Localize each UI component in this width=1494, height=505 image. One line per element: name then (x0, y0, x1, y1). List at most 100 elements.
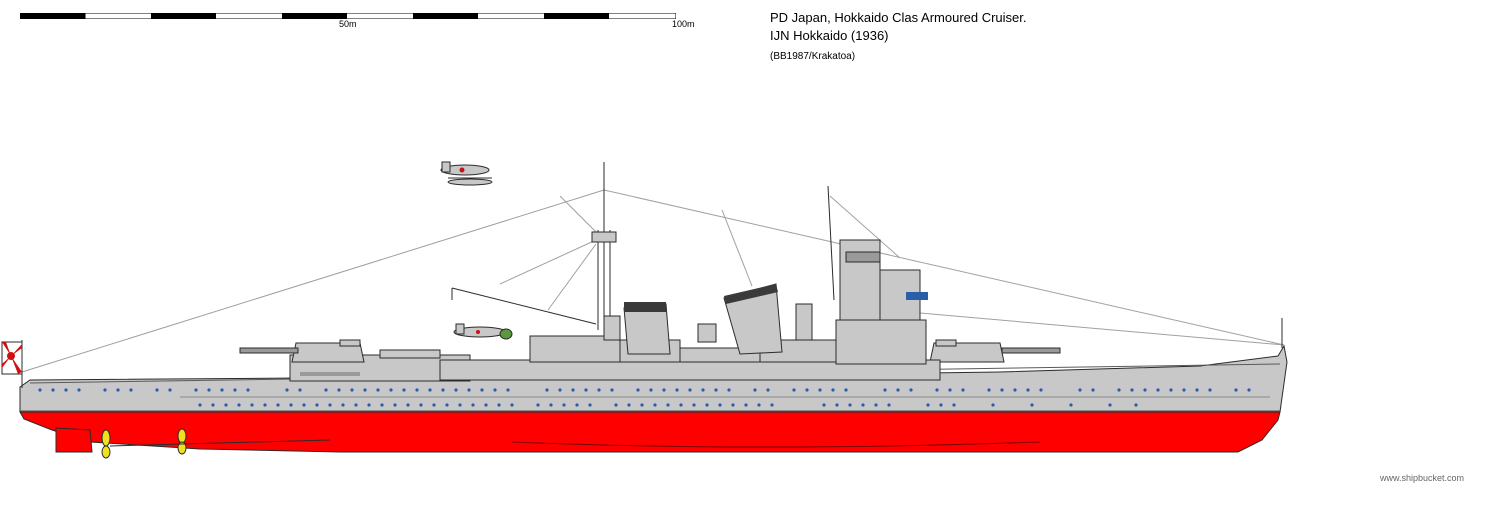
porthole (194, 388, 197, 391)
porthole (155, 388, 158, 391)
porthole (38, 388, 41, 391)
porthole (471, 403, 474, 406)
porthole (497, 403, 500, 406)
porthole (653, 403, 656, 406)
porthole (1078, 388, 1081, 391)
porthole (692, 403, 695, 406)
porthole (1026, 388, 1029, 391)
porthole (701, 388, 704, 391)
aircraft-crane (452, 288, 596, 324)
porthole (220, 388, 223, 391)
porthole (480, 388, 483, 391)
porthole (315, 403, 318, 406)
porthole (874, 403, 877, 406)
porthole (246, 388, 249, 391)
porthole (289, 403, 292, 406)
porthole (861, 403, 864, 406)
porthole (909, 388, 912, 391)
porthole (536, 403, 539, 406)
watermark: www.shipbucket.com (1380, 473, 1464, 483)
porthole (298, 388, 301, 391)
porthole (406, 403, 409, 406)
porthole (354, 403, 357, 406)
porthole (848, 403, 851, 406)
porthole (1117, 388, 1120, 391)
porthole (792, 388, 795, 391)
porthole (558, 388, 561, 391)
porthole (584, 388, 587, 391)
porthole (571, 388, 574, 391)
porthole (363, 388, 366, 391)
porthole (1030, 403, 1033, 406)
porthole (285, 388, 288, 391)
porthole (662, 388, 665, 391)
porthole (718, 403, 721, 406)
main-mast (592, 162, 616, 330)
porthole (250, 403, 253, 406)
porthole (948, 388, 951, 391)
porthole (731, 403, 734, 406)
porthole (337, 388, 340, 391)
flying-seaplane (441, 162, 492, 185)
porthole (1195, 388, 1198, 391)
porthole (263, 403, 266, 406)
porthole (1156, 388, 1159, 391)
porthole (168, 388, 171, 391)
porthole (1143, 388, 1146, 391)
porthole (1091, 388, 1094, 391)
porthole (77, 388, 80, 391)
forward-funnel (724, 284, 782, 354)
bridge-tower (828, 186, 928, 364)
porthole (991, 403, 994, 406)
porthole (51, 388, 54, 391)
porthole (302, 403, 305, 406)
porthole (766, 388, 769, 391)
ensign-flag (2, 340, 22, 388)
porthole (341, 403, 344, 406)
porthole (883, 388, 886, 391)
porthole (380, 403, 383, 406)
porthole (896, 388, 899, 391)
porthole (324, 388, 327, 391)
porthole (116, 388, 119, 391)
porthole (1108, 403, 1111, 406)
porthole (575, 403, 578, 406)
porthole (952, 403, 955, 406)
porthole (822, 403, 825, 406)
porthole (103, 388, 106, 391)
porthole (770, 403, 773, 406)
porthole (666, 403, 669, 406)
porthole (445, 403, 448, 406)
porthole (493, 388, 496, 391)
porthole (393, 403, 396, 406)
porthole (614, 403, 617, 406)
porthole (1169, 388, 1172, 391)
aft-turret (240, 340, 364, 362)
porthole (458, 403, 461, 406)
catapult-seaplane (454, 324, 512, 339)
porthole (844, 388, 847, 391)
porthole (987, 388, 990, 391)
rudder (56, 428, 92, 452)
porthole (276, 403, 279, 406)
porthole (350, 388, 353, 391)
porthole (64, 388, 67, 391)
porthole (805, 388, 808, 391)
aft-funnel (624, 302, 670, 354)
porthole (389, 388, 392, 391)
porthole (376, 388, 379, 391)
porthole (649, 388, 652, 391)
porthole (441, 388, 444, 391)
forward-turret (930, 340, 1060, 362)
porthole (1247, 388, 1250, 391)
porthole (727, 388, 730, 391)
porthole (549, 403, 552, 406)
propeller-fwd (178, 429, 186, 454)
porthole (688, 388, 691, 391)
porthole (1234, 388, 1237, 391)
porthole (636, 388, 639, 391)
porthole (675, 388, 678, 391)
porthole (939, 403, 942, 406)
porthole (588, 403, 591, 406)
porthole (597, 388, 600, 391)
